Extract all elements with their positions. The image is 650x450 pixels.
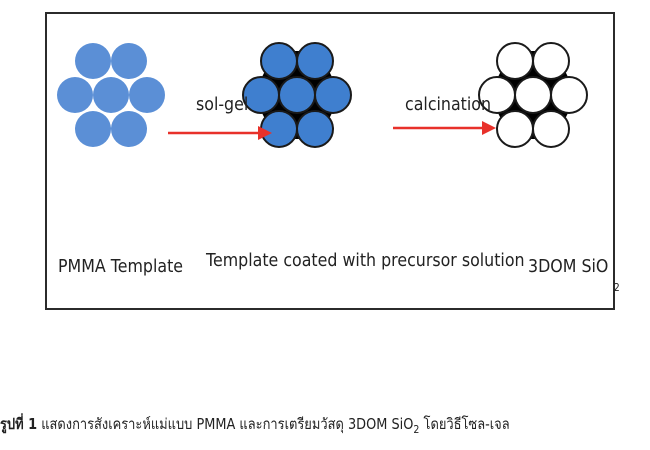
sphere-bottom-right [532,110,570,148]
sphere-top-right [296,42,334,80]
sphere-bottom-left [260,110,298,148]
sphere-mid-right [314,76,352,114]
sphere-cluster-3 [478,42,588,148]
arrow-label-sol-gel: sol-gel [196,94,249,115]
sphere-cluster-1 [57,43,165,147]
sphere-top-right [111,43,147,79]
sphere-center [514,76,552,114]
sphere-top-left [260,42,298,80]
caption-subscript: 2 [413,423,420,436]
sphere-mid-left [242,76,280,114]
sphere-bottom-right [111,111,147,147]
arrow-2-head [482,121,496,135]
stage-label-coated-template: Template coated with precursor solution [206,250,525,271]
figure-caption: รูปที่ 1 แสดงการสังเคราะห์แม่แบบ PMMA แล… [0,412,510,436]
sphere-bottom-left [496,110,534,148]
sphere-mid-left [57,77,93,113]
sphere-top-right [532,42,570,80]
sphere-top-left [75,43,111,79]
arrow-label-calcination: calcination [405,94,492,115]
figure-number: รูปที่ 1 [0,415,38,433]
sphere-center [93,77,129,113]
sphere-center [278,76,316,114]
sphere-mid-right [550,76,588,114]
stage-label-3dom-sio2: 3DOM SiO2 [528,256,620,294]
arrow-1-head [258,126,272,140]
sphere-bottom-right [296,110,334,148]
caption-method: โดยวิธีโซล-เจล [423,415,510,433]
caption-text: แสดงการสังเคราะห์แม่แบบ PMMA และการเตรีย… [41,415,414,433]
sphere-top-left [496,42,534,80]
stage-label-pmma-template: PMMA Template [58,256,184,277]
sphere-bottom-left [75,111,111,147]
sphere-mid-right [129,77,165,113]
